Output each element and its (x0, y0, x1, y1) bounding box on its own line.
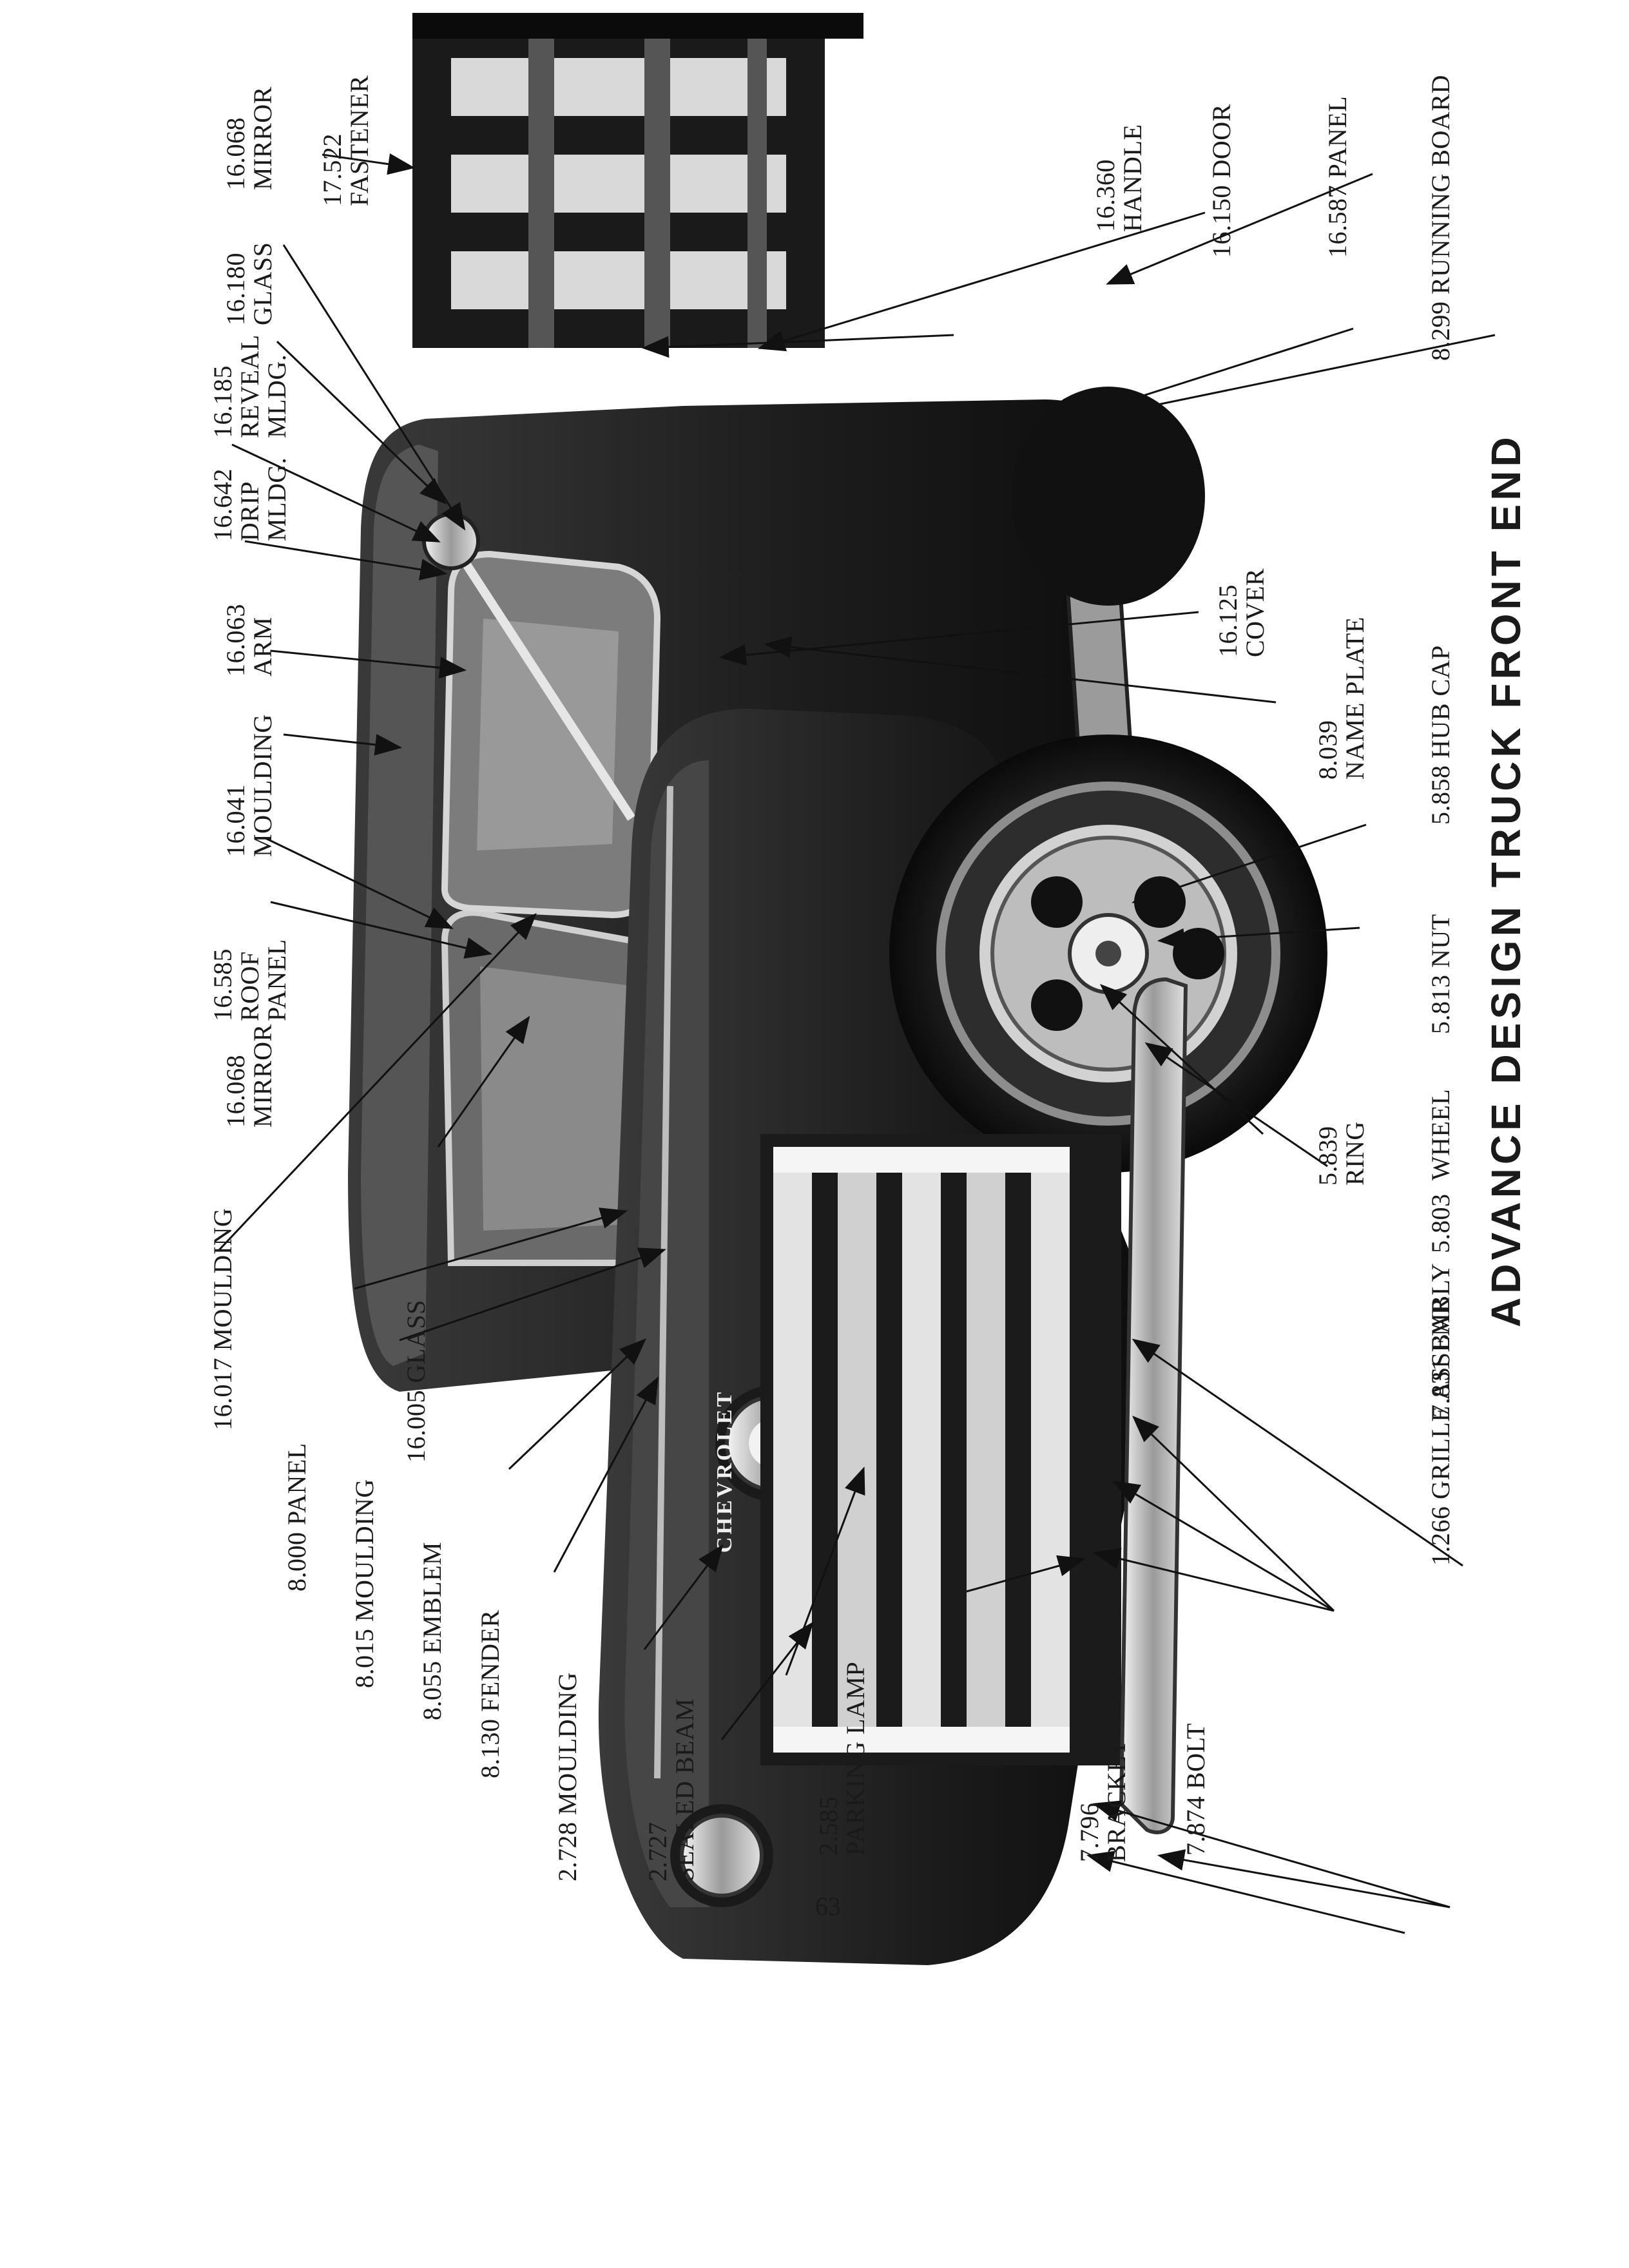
label-mirror-low: 16.068 MIRROR (221, 1024, 277, 1128)
grille (760, 1134, 1121, 1765)
label-arm: 16.063 ARM (221, 604, 277, 677)
rear-tire (1012, 387, 1205, 606)
label-panel-hood: 8.000 PANEL (282, 1443, 311, 1591)
label-reveal-mldg: 16.185 REVEAL MLDG. (208, 334, 291, 438)
label-moulding-lamp: 2.728 MOULDING (553, 1672, 582, 1881)
label-running-board: 8.299 RUNNING BOARD (1426, 75, 1455, 361)
label-bracket: 7.796 BRACKET (1075, 1739, 1131, 1862)
bumper-bar (1119, 977, 1188, 1834)
label-moulding-hood: 16.017 MOULDING (208, 1207, 237, 1430)
label-roof-panel: 16.585 ROOF PANEL (208, 939, 291, 1021)
mirror-arm (460, 558, 635, 821)
hood-top (624, 760, 709, 1907)
front-wheel (889, 735, 1327, 1173)
label-drip-mldg: 16.642 DRIP MLDG. (208, 457, 291, 541)
label-hub-cap: 5.858 HUB CAP (1426, 645, 1455, 825)
label-fender: 8.130 FENDER (476, 1610, 505, 1778)
label-sealed-beam: 2.727 SEALED BEAM (643, 1698, 699, 1881)
label-nut: 5.813 NUT (1426, 914, 1455, 1034)
grille-emblem: CHEVROLET (713, 1390, 737, 1553)
roof-panel (361, 445, 438, 1366)
page-number: 63 (815, 1892, 841, 1921)
label-glass-top: 16.180 GLASS (221, 242, 277, 325)
label-emblem: 8.055 EMBLEM (418, 1541, 447, 1720)
lower-headlamp (670, 1804, 773, 1907)
label-door: 16.150 DOOR (1207, 104, 1236, 258)
label-parking-lamp: 2.585 PARKING LAMP (814, 1661, 870, 1856)
label-handle: 16.360 HANDLE (1091, 124, 1147, 232)
stake-bed (412, 13, 863, 348)
label-panel-side: 16.587 PANEL (1323, 95, 1352, 258)
label-moulding-roof: 16.041 MOULDING (221, 714, 277, 857)
label-grille-assembly: 1.266 GRILLE ASSEMBLY (1426, 1263, 1455, 1566)
label-mirror-top: 16.068 MIRROR (221, 86, 277, 190)
label-bolt: 7.874 BOLT (1181, 1723, 1210, 1856)
mirror-head (422, 512, 480, 570)
page-title: ADVANCE DESIGN TRUCK FRONT END (1483, 433, 1529, 1327)
hood-centre-moulding (654, 785, 673, 1779)
label-moulding-grille: 8.015 MOULDING (350, 1479, 379, 1688)
label-fastener: 17.522 FASTENER (318, 75, 374, 206)
callout-lines (218, 153, 1496, 1934)
label-ring: 5.839 RING (1313, 1121, 1369, 1186)
label-glass-low: 16.005 GLASS (401, 1300, 430, 1463)
label-name-plate: 8.039 NAME PLATE (1313, 617, 1369, 780)
label-cover: 16.125 COVER (1213, 568, 1269, 657)
label-wheel: 5.803 WHEEL (1426, 1088, 1455, 1253)
